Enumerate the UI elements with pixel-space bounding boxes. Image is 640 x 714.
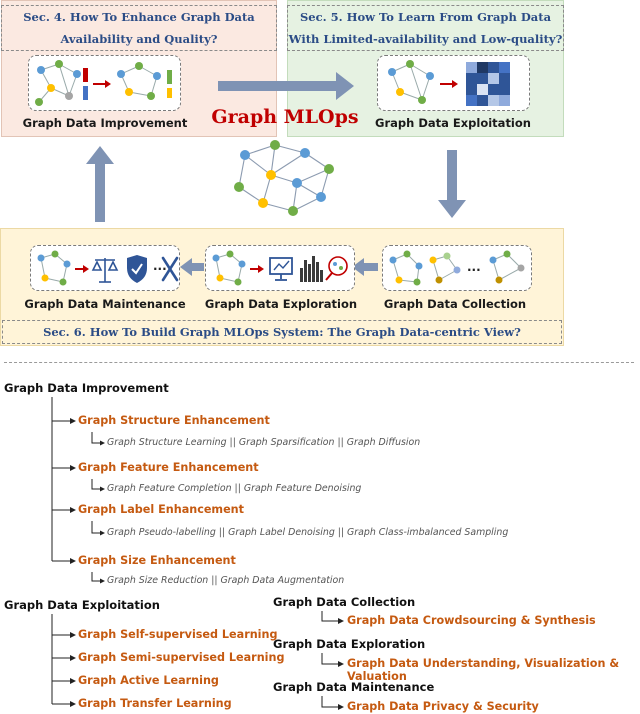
tree-maintenance-title: Graph Data Maintenance	[273, 680, 435, 694]
sec5-title-line2: With Limited-availability and Low-qualit…	[288, 32, 563, 46]
exploitation-graph-matrix-icon	[388, 60, 510, 106]
tree-label-enhancement: Graph Label Enhancement	[78, 503, 244, 516]
tree-size-detail: Graph Size Reduction || Graph Data Augme…	[107, 575, 345, 586]
svg-text:···: ···	[153, 262, 167, 276]
shield-icon	[127, 255, 147, 283]
tree-active-learning: Graph Active Learning	[78, 674, 219, 687]
improvement-graphs-icon	[35, 60, 172, 106]
stage-label-collection: Graph Data Collection	[383, 297, 527, 311]
section-divider	[4, 362, 634, 363]
arrow-left-bottom-2	[180, 258, 204, 276]
sec4-title-line2: Availability and Quality?	[60, 32, 218, 46]
tree-size-enhancement: Graph Size Enhancement	[78, 554, 236, 567]
svg-text:···: ···	[467, 263, 481, 277]
arrow-down-right	[438, 150, 466, 218]
stage-label-exploitation: Graph Data Exploitation	[375, 116, 531, 130]
maintenance-icons: ···	[37, 250, 179, 286]
graph-mlops-title: Graph MLOps	[211, 106, 359, 128]
stage-label-maintenance: Graph Data Maintenance	[24, 297, 186, 311]
tree-structure-enhancement: Graph Structure Enhancement	[78, 414, 270, 427]
sec4-title-line1: Sec. 4. How To Enhance Graph Data	[23, 10, 255, 24]
tree-label-detail: Graph Pseudo-labelling || Graph Label De…	[107, 527, 509, 538]
tree-semi-supervised: Graph Semi-supervised Learning	[78, 651, 285, 664]
magnifier-graph-icon	[325, 256, 348, 281]
tree-exploration-item: Graph Data Understanding, Visualization …	[347, 657, 620, 683]
exploration-icons	[212, 250, 348, 286]
arrow-right-top	[218, 72, 354, 100]
sec4-title: Sec. 4. How To Enhance Graph Data Availa…	[1, 5, 277, 51]
arrow-left-bottom-1	[352, 258, 378, 276]
arrow-up-left	[86, 146, 114, 222]
sec5-title-line1: Sec. 5. How To Learn From Graph Data	[299, 10, 552, 24]
collection-figure: ···	[382, 245, 532, 291]
tree-collection-item: Graph Data Crowdsourcing & Synthesis	[347, 614, 596, 627]
tree-exploration-title: Graph Data Exploration	[273, 637, 426, 651]
tree-transfer-learning: Graph Transfer Learning	[78, 697, 232, 710]
flow-arrows	[86, 72, 466, 276]
scale-icon	[91, 258, 119, 283]
tools-icon	[161, 256, 179, 282]
tree-collection-title: Graph Data Collection	[273, 595, 416, 609]
bar-chart-icon	[300, 256, 323, 282]
stage-label-exploration: Graph Data Exploration	[204, 297, 358, 311]
tree-structure-detail: Graph Structure Learning || Graph Sparsi…	[107, 437, 421, 448]
monitor-icon	[269, 257, 293, 281]
tree-improvement-title: Graph Data Improvement	[4, 381, 169, 395]
maintenance-figure: ···	[30, 245, 180, 291]
collection-graphs-icon: ···	[389, 250, 525, 286]
sec6-title-text: Sec. 6. How To Build Graph MLOps System:…	[43, 325, 521, 339]
sec6-title: Sec. 6. How To Build Graph MLOps System:…	[2, 320, 562, 344]
tree-feature-enhancement: Graph Feature Enhancement	[78, 461, 259, 474]
stage-label-improvement: Graph Data Improvement	[22, 116, 188, 130]
tree-self-supervised: Graph Self-supervised Learning	[78, 628, 278, 641]
exploration-figure	[205, 245, 355, 291]
tree-feature-detail: Graph Feature Completion || Graph Featur…	[107, 483, 362, 494]
tree-exploitation-title: Graph Data Exploitation	[4, 598, 160, 612]
exploitation-figure	[377, 55, 530, 111]
improvement-figure	[28, 55, 181, 111]
central-graph-icon	[234, 140, 334, 216]
sec5-title: Sec. 5. How To Learn From Graph Data Wit…	[287, 5, 564, 51]
tree-maintenance-item: Graph Data Privacy & Security	[347, 700, 539, 713]
